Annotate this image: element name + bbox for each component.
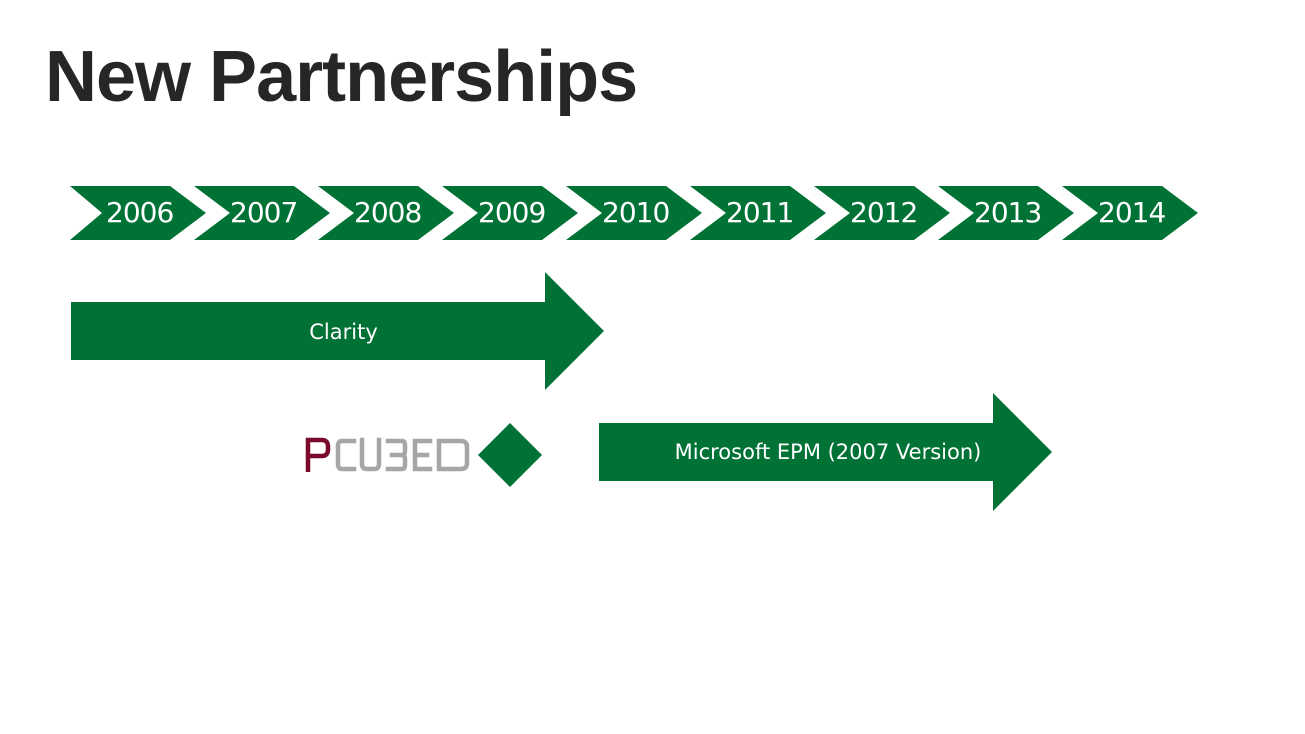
year-chevron: 2008 <box>318 186 454 240</box>
clarity-label: Clarity <box>309 320 378 344</box>
year-chevron: 2014 <box>1062 186 1198 240</box>
year-chevron: 2007 <box>194 186 330 240</box>
year-chevron: 2009 <box>442 186 578 240</box>
logo-letter-p <box>305 437 331 472</box>
year-label: 2011 <box>726 196 794 229</box>
year-label: 2013 <box>974 196 1042 229</box>
logo-letter-e <box>412 438 433 472</box>
year-label: 2014 <box>1098 196 1166 229</box>
year-label: 2010 <box>602 196 670 229</box>
diamond-marker <box>478 423 542 487</box>
year-label: 2012 <box>850 196 918 229</box>
year-chevron: 2010 <box>566 186 702 240</box>
year-label: 2008 <box>354 196 422 229</box>
logo-letter-c <box>335 438 357 472</box>
logo-letter-d <box>436 438 470 472</box>
slide-title: New Partnerships <box>45 37 638 117</box>
year-label: 2006 <box>106 196 174 229</box>
year-chevron: 2012 <box>814 186 950 240</box>
logo-letter-3 <box>385 438 408 472</box>
year-chevron: 2011 <box>690 186 826 240</box>
logo-letter-u <box>359 437 382 472</box>
year-timeline: 2006 2007 2008 2009 2010 2011 2012 2013 … <box>70 186 1200 240</box>
microsoft-epm-label: Microsoft EPM (2007 Version) <box>674 440 982 464</box>
year-chevron: 2013 <box>938 186 1074 240</box>
pcubed-logo <box>305 437 470 472</box>
year-label: 2007 <box>230 196 298 229</box>
year-label: 2009 <box>478 196 546 229</box>
year-chevron: 2006 <box>70 186 206 240</box>
